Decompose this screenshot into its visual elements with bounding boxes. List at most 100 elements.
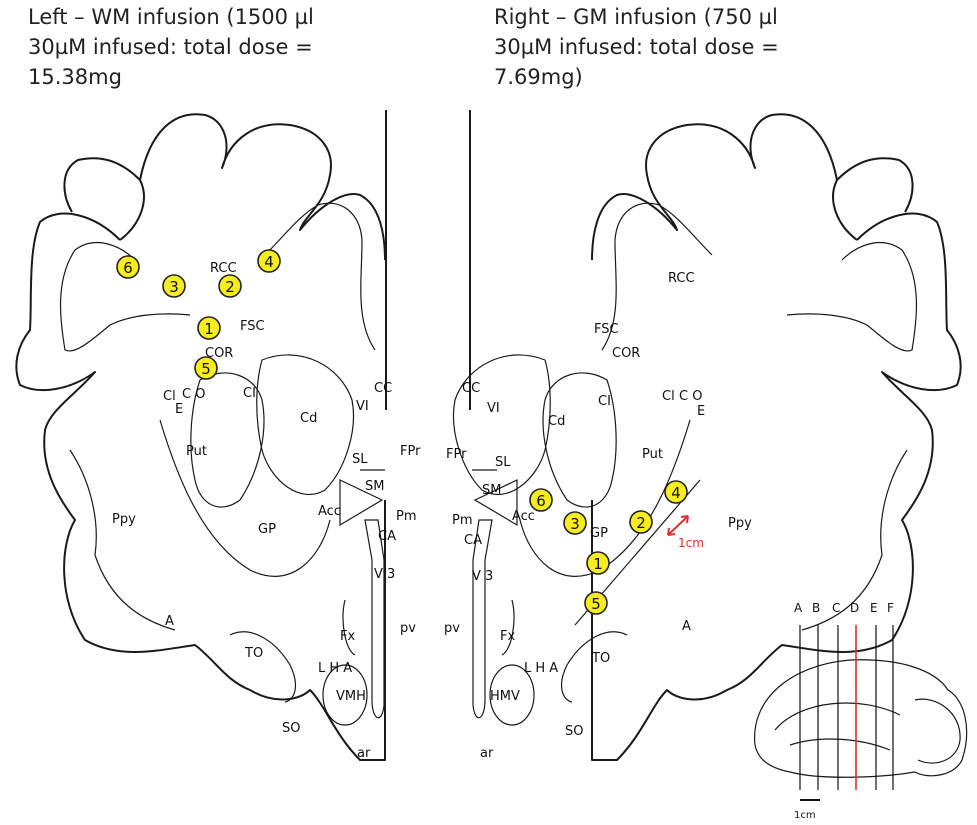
left-label-lha: L H A: [318, 661, 352, 676]
right-hemisphere: RCC FSC COR Cl C O E CI Put Cd VI CC SL …: [444, 110, 961, 761]
right-marker-3: 3: [564, 512, 586, 534]
left-label-put: Put: [186, 444, 207, 459]
left-label-vi: VI: [356, 399, 369, 414]
left-infusion-markers: 6 3 2 4 1 5: [117, 250, 280, 379]
right-marker-5: 5: [585, 592, 607, 614]
left-label-acc: Acc: [318, 504, 341, 519]
right-label-cor: COR: [612, 346, 640, 361]
right-label-pm: Pm: [452, 513, 473, 528]
left-label-cc: CC: [374, 381, 392, 396]
right-label-to: TO: [591, 651, 610, 666]
right-label-ar: ar: [480, 746, 494, 761]
left-temporal-inner: [230, 632, 295, 702]
right-label-acc: Acc: [512, 509, 535, 524]
right-label-cc: CC: [462, 381, 480, 396]
marker-number: 4: [264, 253, 274, 271]
marker-number: 4: [671, 484, 681, 502]
right-marker-1: 1: [587, 552, 609, 574]
inset-label-f: F: [887, 601, 894, 615]
right-label-fpr: FPr: [446, 447, 467, 462]
right-label-sm: SM: [482, 483, 501, 498]
left-label-to: TO: [244, 646, 263, 661]
left-label-e: E: [175, 402, 183, 417]
inset-label-d: D: [850, 601, 859, 615]
right-label-cd: Cd: [548, 414, 565, 429]
left-ventricle: [365, 520, 384, 718]
left-label-fpr: FPr: [400, 444, 421, 459]
left-label-vmh: VMH: [336, 689, 366, 704]
right-gm-contour: [602, 203, 916, 630]
left-label-gp: GP: [258, 522, 276, 537]
left-marker-4: 4: [258, 250, 280, 272]
right-label-fx: Fx: [500, 629, 515, 644]
right-marker-2: 2: [630, 511, 652, 533]
marker-number: 3: [570, 515, 580, 533]
right-label-sl: SL: [495, 455, 511, 470]
marker-number: 3: [169, 278, 179, 296]
right-label-co: C O: [679, 389, 702, 404]
left-label-pv: pv: [400, 621, 416, 636]
inset-cerebellum: [915, 699, 960, 763]
inset-label-e: E: [870, 601, 878, 615]
right-label-put: Put: [642, 447, 663, 462]
marker-number: 6: [536, 492, 546, 510]
marker-number: 1: [593, 555, 603, 573]
right-label-ca: CA: [464, 533, 482, 548]
right-label-so: SO: [565, 724, 583, 739]
right-temporal-inner: [562, 632, 627, 702]
right-label-gp: GP: [590, 526, 608, 541]
right-label-a: A: [682, 619, 691, 634]
right-label-ci: CI: [598, 394, 611, 409]
left-label-sl: SL: [352, 452, 368, 467]
right-label-cl: Cl: [662, 389, 675, 404]
left-marker-1: 1: [198, 317, 220, 339]
left-label-pm: Pm: [396, 509, 417, 524]
right-label-hmv: HMV: [490, 689, 520, 704]
inset-label-b: B: [812, 601, 820, 615]
inset-scale-label: 1cm: [794, 810, 816, 821]
right-label-e: E: [697, 404, 705, 419]
inset-label-c: C: [832, 601, 840, 615]
left-label-fsc: FSC: [240, 319, 265, 334]
right-caudate: [454, 355, 551, 495]
left-marker-6: 6: [117, 256, 139, 278]
right-label-vi: VI: [487, 401, 500, 416]
left-label-cl: Cl: [163, 389, 176, 404]
right-1cm-scale-arrow: [668, 516, 688, 535]
marker-number: 1: [204, 320, 214, 338]
left-marker-5: 5: [195, 357, 217, 379]
right-label-lha: L H A: [524, 661, 558, 676]
inset-brain-outline: [755, 660, 967, 777]
left-label-a: A: [165, 614, 174, 629]
marker-number: 2: [225, 278, 235, 296]
left-label-cd: Cd: [300, 411, 317, 426]
right-label-fsc: FSC: [594, 322, 619, 337]
right-label-v3: V 3: [472, 569, 493, 584]
marker-number: 2: [636, 514, 646, 532]
left-label-fx: Fx: [340, 629, 355, 644]
left-label-v3: V 3: [374, 567, 395, 582]
left-marker-2: 2: [219, 275, 241, 297]
right-label-pv: pv: [444, 621, 460, 636]
right-scale-label: 1cm: [678, 536, 704, 550]
left-label-co: C O: [182, 387, 205, 402]
inset-label-a: A: [794, 601, 803, 615]
left-label-ca: CA: [378, 529, 396, 544]
left-marker-3: 3: [163, 275, 185, 297]
left-label-ppy: Ppy: [112, 512, 136, 527]
left-label-so: SO: [282, 721, 300, 736]
marker-number: 5: [591, 595, 601, 613]
left-label-rcc: RCC: [210, 261, 237, 276]
left-fornix: [340, 470, 385, 655]
left-hemisphere: RCC FSC COR Cl C O E CI Put Cd VI CC SL …: [16, 110, 421, 761]
left-label-ar: ar: [357, 746, 371, 761]
left-label-ci: CI: [243, 386, 256, 401]
right-infusion-markers: 6 3 1 5 4 2: [530, 481, 687, 614]
right-cortex-outline: [592, 114, 961, 760]
right-marker-6: 6: [530, 489, 552, 511]
right-marker-4: 4: [665, 481, 687, 503]
marker-number: 6: [123, 259, 133, 277]
right-label-rcc: RCC: [668, 271, 695, 286]
